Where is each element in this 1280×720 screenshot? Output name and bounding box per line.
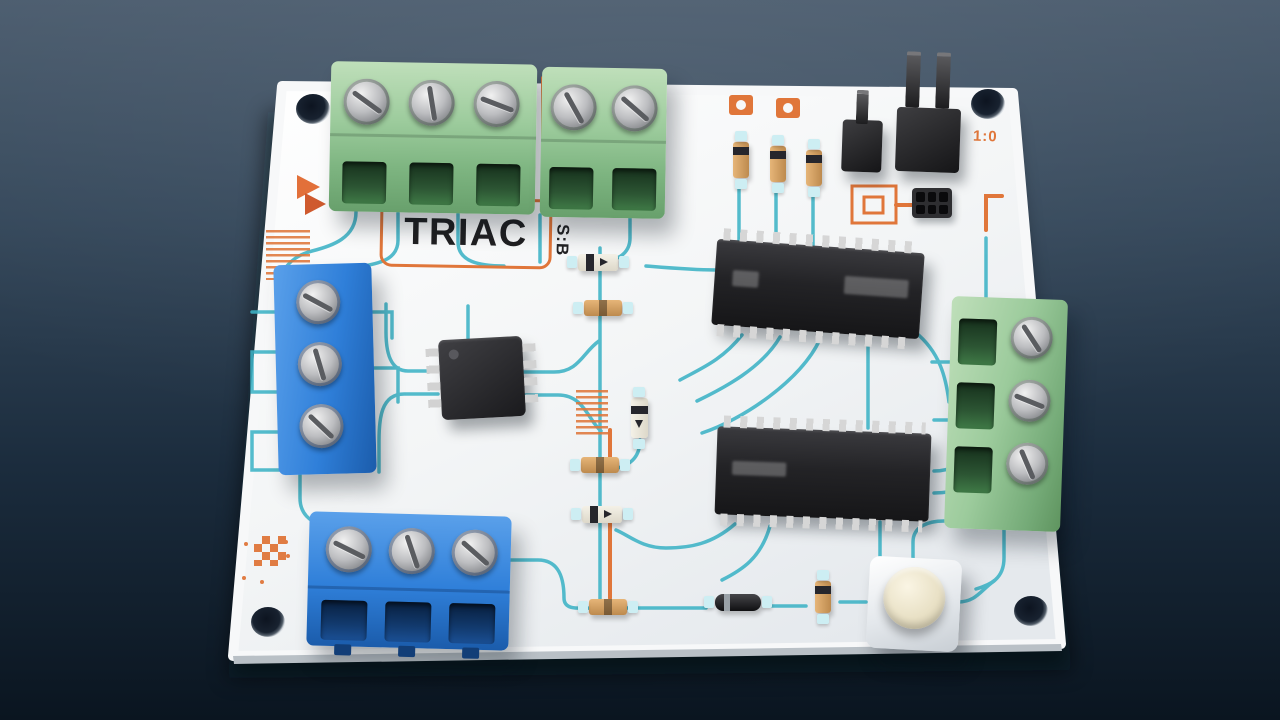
wire-slot xyxy=(408,162,454,206)
resistor-smd xyxy=(573,300,633,316)
wire-slot xyxy=(475,163,521,207)
pin-header-2pin xyxy=(894,51,962,174)
screw-terminal xyxy=(408,79,456,127)
terminal-block-blue-left xyxy=(273,262,377,476)
ic-wide-top xyxy=(711,238,925,340)
wire-slot xyxy=(955,382,996,430)
screw-terminal xyxy=(611,84,658,132)
pad-hole xyxy=(939,204,948,214)
fiducial-mark xyxy=(776,98,800,118)
terminal-tab xyxy=(398,645,416,658)
pad-hole xyxy=(927,192,937,202)
block-crease xyxy=(330,133,537,140)
mounting-hole-bottom-right xyxy=(1014,596,1048,626)
wire-slot xyxy=(320,599,368,641)
wire-slot xyxy=(384,601,432,643)
screw-terminal xyxy=(473,80,521,128)
wire-slot xyxy=(548,166,594,210)
pad-hole xyxy=(939,192,948,202)
diode-smd xyxy=(770,135,786,193)
screw-terminal xyxy=(451,529,499,577)
screw-terminal xyxy=(298,403,345,449)
chip-marking xyxy=(732,270,760,288)
screw-terminal xyxy=(388,527,436,575)
wire-slot xyxy=(341,161,387,205)
screw-terminal xyxy=(297,341,343,387)
wire-slot xyxy=(957,318,998,366)
diode-white xyxy=(567,254,629,271)
terminal-tab xyxy=(461,647,480,659)
copper-traces-teal xyxy=(250,186,1006,611)
resistor-smd xyxy=(578,599,638,615)
header-pin xyxy=(935,52,952,109)
wire-slot xyxy=(611,168,657,211)
mounting-hole-top-right xyxy=(971,89,1005,119)
silkscreen-text-block xyxy=(576,390,608,438)
ic-soic8 xyxy=(437,335,527,421)
chip-marking xyxy=(731,460,787,477)
terminal-block-section xyxy=(539,66,668,219)
diode-smd xyxy=(733,131,749,189)
diode-white xyxy=(571,506,633,523)
terminal-block-section xyxy=(328,61,538,215)
pad-hole xyxy=(916,204,925,214)
corner-marking: 1:0 xyxy=(972,127,998,146)
board-title-side: S:B xyxy=(552,223,573,257)
screw-terminal xyxy=(1007,379,1052,423)
screw-terminal xyxy=(1005,442,1049,486)
fiducial-mark xyxy=(729,95,753,115)
terminal-block-green-right xyxy=(943,296,1069,532)
screw-terminal xyxy=(1009,316,1054,360)
screw-terminal xyxy=(295,279,341,325)
screw-terminal xyxy=(343,78,391,126)
pin1-dot xyxy=(448,349,459,360)
pad-hole xyxy=(927,204,937,214)
board-edge xyxy=(233,644,1062,664)
wire-slot xyxy=(448,603,496,645)
chip-marking xyxy=(843,275,909,299)
screw-terminal xyxy=(550,83,597,131)
mounting-hole-top-left xyxy=(296,94,330,124)
calibration-checker xyxy=(244,536,286,566)
header-pin xyxy=(905,51,922,108)
block-crease xyxy=(307,585,510,594)
push-button xyxy=(865,555,963,653)
diode-melf xyxy=(704,594,772,611)
mounting-hole-bottom-left xyxy=(251,607,285,637)
terminal-block-blue-bottom xyxy=(306,511,512,659)
board-title: TRIAC xyxy=(403,210,529,255)
diode-smd xyxy=(806,139,822,197)
header-pin xyxy=(855,89,869,125)
pin-header-1pin xyxy=(841,89,883,173)
terminal-tab xyxy=(334,644,352,656)
resistor-smd xyxy=(570,457,630,473)
pad-grid-6 xyxy=(912,188,952,218)
silkscreen-logo xyxy=(297,175,326,215)
pad-hole xyxy=(916,192,925,202)
terminal-block-green-top xyxy=(328,61,668,219)
ic-wide-bottom xyxy=(714,426,932,522)
wire-slot xyxy=(953,446,993,494)
block-crease xyxy=(540,138,666,144)
resistor-smd xyxy=(815,570,831,624)
diode-white xyxy=(631,387,648,449)
push-button-cap xyxy=(881,565,947,631)
screw-terminal xyxy=(325,525,373,574)
